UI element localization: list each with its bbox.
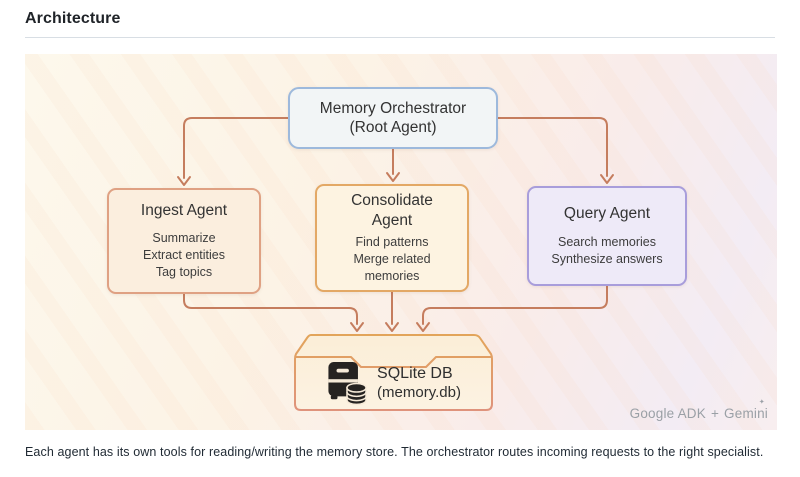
database-title: SQLite DB	[377, 365, 453, 383]
task: Find patterns	[355, 235, 429, 250]
connector-orchestrator-to-ingest	[183, 117, 289, 179]
node-sqlite-db: SQLite DB (memory.db)	[299, 360, 489, 406]
connector-ingest-to-db	[183, 293, 358, 325]
watermark-plus: +	[710, 406, 720, 421]
watermark-product-label: Gemini	[724, 406, 768, 421]
orchestrator-subtitle: (Root Agent)	[349, 119, 437, 136]
page-title: Architecture	[25, 10, 775, 38]
node-consolidate-agent: Consolidate Agent Find patterns Merge re…	[315, 184, 469, 292]
watermark: Google ADK + Gemini ✦	[629, 399, 768, 421]
task: Search memories	[558, 234, 656, 249]
task: Summarize	[152, 231, 216, 246]
node-query-agent: Query Agent Search memories Synthesize a…	[527, 186, 687, 286]
readme-page: Architecture	[25, 10, 777, 459]
orchestrator-title: Memory Orchestrator	[319, 99, 467, 117]
task: Synthesize answers	[551, 251, 663, 266]
watermark-product: Gemini ✦	[724, 399, 768, 421]
query-tasks: Search memories Synthesize answers	[551, 234, 662, 268]
arrowhead-db-right	[416, 322, 430, 332]
arrowhead-ingest	[177, 176, 191, 186]
consolidate-tasks: Find patterns Merge related memories	[344, 234, 440, 285]
node-memory-orchestrator: Memory Orchestrator (Root Agent)	[288, 87, 498, 149]
consolidate-title: Consolidate Agent	[351, 192, 433, 229]
arrowhead-consolidate	[386, 172, 400, 182]
connector-query-to-db	[422, 285, 608, 325]
task: Merge related memories	[353, 251, 431, 283]
arrowhead-query	[600, 174, 614, 184]
ingest-tasks: Summarize Extract entities Tag topics	[143, 230, 225, 281]
task: Tag topics	[155, 265, 213, 280]
database-label: SQLite DB (memory.db)	[377, 364, 461, 401]
connector-orchestrator-to-query	[497, 117, 608, 177]
query-title: Query Agent	[563, 205, 651, 223]
node-ingest-agent: Ingest Agent Summarize Extract entities …	[107, 188, 261, 294]
gemini-sparkle-icon: ✦	[758, 399, 765, 406]
database-subtitle: (memory.db)	[377, 383, 461, 401]
caption-text: Each agent has its own tools for reading…	[25, 445, 764, 459]
task: Extract entities	[143, 248, 225, 263]
arrowhead-db-center	[385, 322, 399, 332]
ingest-title: Ingest Agent	[140, 202, 228, 219]
architecture-diagram: Memory Orchestrator (Root Agent) Ingest …	[25, 54, 777, 430]
arrowhead-db-left	[350, 322, 364, 332]
watermark-brand: Google ADK	[629, 406, 706, 421]
database-cabinet-icon	[328, 362, 367, 406]
